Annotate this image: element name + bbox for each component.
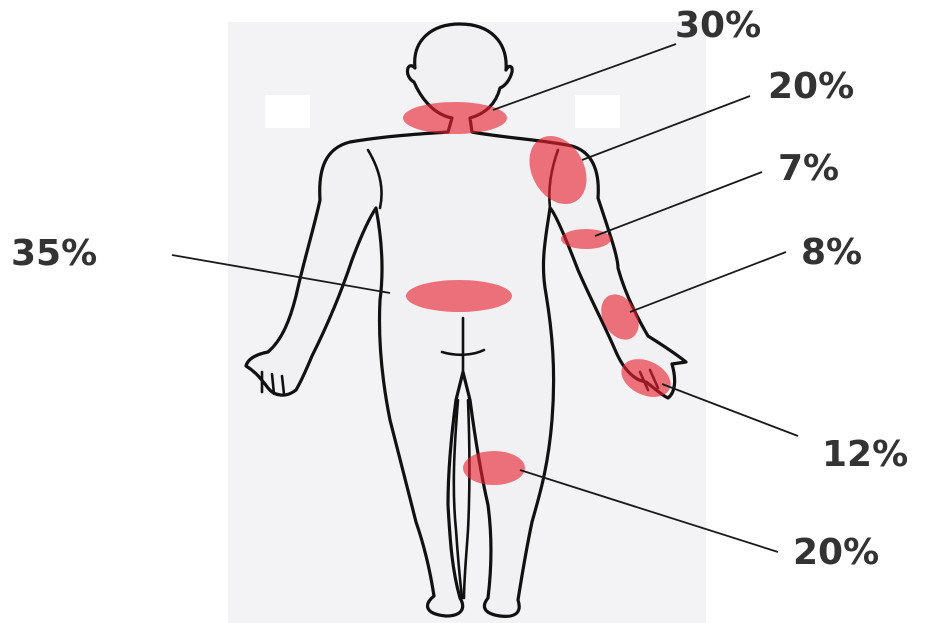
pain-spot-lower-back bbox=[406, 280, 512, 312]
label-neck: 30% bbox=[675, 5, 761, 46]
label-shoulder: 20% bbox=[768, 66, 854, 107]
label-hand: 12% bbox=[822, 434, 908, 475]
label-forearm: 8% bbox=[801, 232, 862, 273]
pain-spot-neck bbox=[403, 102, 507, 134]
background-patch bbox=[265, 95, 310, 128]
label-knee: 20% bbox=[793, 532, 879, 573]
label-elbow: 7% bbox=[778, 148, 839, 189]
label-lower-back: 35% bbox=[11, 233, 97, 274]
background-patch bbox=[575, 95, 620, 128]
pain-spot-knee bbox=[463, 451, 525, 485]
